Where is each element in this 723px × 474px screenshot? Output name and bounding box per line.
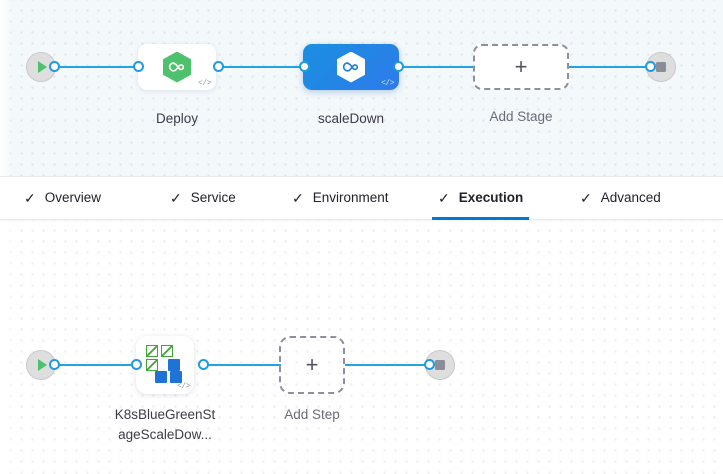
edge-start-to-deploy	[50, 66, 140, 68]
plus-icon: +	[514, 54, 528, 79]
step-node-label-line2: ageScaleDow...	[118, 427, 212, 442]
stage-node-label-deploy: Deploy	[155, 111, 199, 126]
stage-end-port[interactable]	[645, 61, 656, 72]
execution-step-canvas[interactable]: </> K8sBlueGreenSt ageScaleDow... + Add …	[0, 220, 723, 474]
edge-step-to-addstep	[203, 364, 281, 366]
stage-node-deploy[interactable]: </>	[138, 44, 216, 90]
tab-environment[interactable]: ✓ Environment	[292, 177, 389, 219]
stop-icon	[435, 360, 445, 370]
tab-execution[interactable]: ✓ Execution	[432, 177, 530, 220]
tab-label: Service	[190, 190, 236, 206]
harness-hexagon-icon	[337, 51, 365, 83]
stage-node-label-scaledown: scaleDown	[317, 111, 385, 126]
stage-start-port[interactable]	[49, 61, 60, 72]
tab-label: Execution	[458, 190, 524, 206]
edge-start-to-step	[50, 364, 140, 366]
tab-label: Advanced	[600, 190, 661, 206]
tab-service[interactable]: ✓ Service	[170, 177, 236, 219]
add-stage-label: Add Stage	[489, 109, 553, 124]
code-badge-icon[interactable]: </>	[177, 382, 190, 391]
check-icon: ✓	[170, 190, 182, 206]
step-k8s-in-port[interactable]	[131, 359, 142, 370]
play-icon	[38, 61, 47, 73]
check-icon: ✓	[580, 190, 592, 206]
stage-deploy-out-port[interactable]	[213, 61, 224, 72]
kubernetes-scale-icon	[146, 345, 186, 383]
tab-advanced[interactable]: ✓ Advanced	[580, 177, 661, 219]
add-step-node[interactable]: +	[279, 336, 345, 394]
step-k8s-out-port[interactable]	[198, 359, 209, 370]
play-icon	[38, 359, 47, 371]
step-end-port[interactable]	[424, 359, 435, 370]
step-start-port[interactable]	[49, 359, 60, 370]
plus-icon: +	[305, 352, 319, 377]
stage-scaledown-out-port[interactable]	[393, 61, 404, 72]
check-icon: ✓	[438, 190, 450, 206]
edge-scaledown-to-addstage	[398, 66, 475, 68]
stage-config-tabbar: ✓ Overview ✓ Service ✓ Environment ✓ Exe…	[0, 176, 723, 220]
step-node-k8s-scaledown[interactable]: </>	[136, 336, 194, 394]
step-node-label-line1: K8sBlueGreenSt	[114, 407, 216, 422]
code-badge-icon[interactable]: </>	[381, 79, 394, 88]
check-icon: ✓	[24, 190, 36, 206]
edge-deploy-to-scaledown	[218, 66, 305, 68]
stage-node-scaledown[interactable]: </>	[303, 44, 399, 90]
code-badge-icon[interactable]: </>	[198, 79, 211, 88]
stage-canvas[interactable]: </> Deploy </> scaleDown + Add Stage	[0, 0, 723, 176]
stage-deploy-in-port[interactable]	[133, 61, 144, 72]
check-icon: ✓	[292, 190, 304, 206]
stage-scaledown-in-port[interactable]	[299, 61, 310, 72]
tab-label: Environment	[312, 190, 389, 206]
stop-icon	[656, 62, 666, 72]
tab-overview[interactable]: ✓ Overview	[24, 177, 101, 219]
add-stage-node[interactable]: +	[473, 44, 569, 90]
add-step-label: Add Step	[284, 407, 340, 422]
tab-label: Overview	[44, 190, 101, 206]
edge-addstage-to-end	[568, 66, 656, 68]
harness-hexagon-icon	[163, 51, 191, 83]
edge-addstep-to-end	[345, 364, 427, 366]
